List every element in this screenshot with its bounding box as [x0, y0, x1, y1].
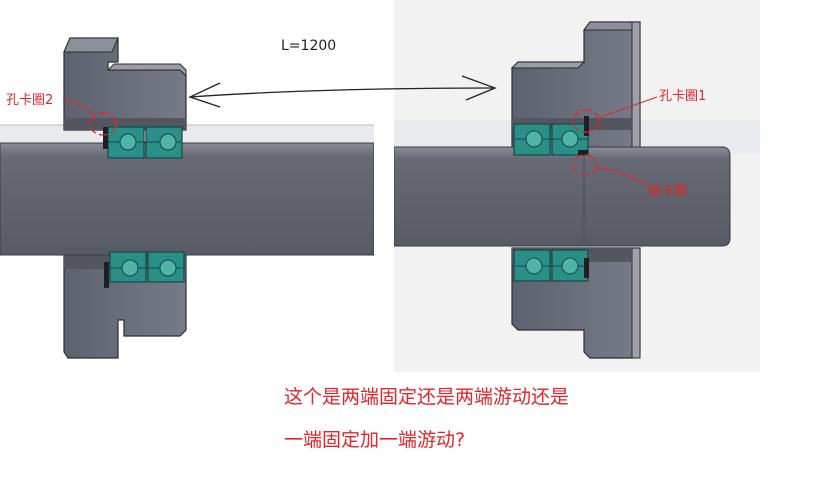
question-line-1: 这个是两端固定还是两端游动还是 — [284, 386, 570, 408]
upper-bearing-pair — [103, 126, 183, 159]
shaft-right — [394, 146, 731, 247]
left-bearing-view — [0, 0, 374, 370]
left-assembly-drawing — [0, 37, 374, 359]
length-arrow — [188, 75, 497, 108]
lower-bearing-pair — [104, 251, 185, 288]
right-assembly-drawing — [394, 21, 760, 359]
circlip-2-leader — [62, 98, 97, 121]
question-line-2: 一端固定加一端游动? — [284, 429, 466, 451]
circlip-2-marker — [89, 112, 117, 136]
upper-bearing-pair-right — [513, 116, 589, 156]
shaft-circlip-marker — [572, 154, 598, 176]
length-label: L=1200 — [281, 38, 337, 54]
circlip-hole-2-label: 孔卡圈2 — [6, 93, 54, 108]
lower-bearing-pair-right — [513, 249, 589, 282]
right-bearing-view — [394, 0, 760, 372]
shaft — [0, 142, 374, 256]
circlip-1-leader — [597, 96, 658, 119]
circlip-hole-1-label: 孔卡圈1 — [659, 89, 707, 104]
shaft-circlip-leader — [595, 167, 649, 187]
shaft-circlip-label: 轴卡圈 — [648, 184, 688, 199]
circlip-1-marker — [572, 109, 600, 133]
